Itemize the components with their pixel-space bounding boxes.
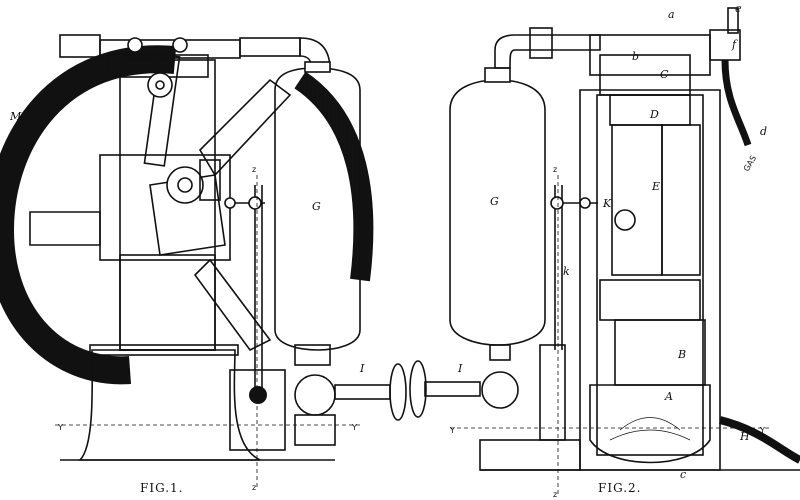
caption-fig1: FIG.1. xyxy=(140,481,184,495)
label-h: H xyxy=(739,430,750,443)
label-k-upper: K xyxy=(602,197,612,210)
figure-1: M G I z z Y Y FIG.1. xyxy=(0,34,407,495)
engine-column xyxy=(99,59,231,351)
label-e: e xyxy=(735,2,742,15)
cylinder-section xyxy=(479,34,800,471)
label-m: M xyxy=(9,110,22,123)
caption-fig2: FIG.2. xyxy=(598,481,642,495)
label-y-right-fig1: Y xyxy=(351,423,357,432)
label-c-lower: c xyxy=(680,468,686,481)
label-g-fig1: G xyxy=(312,200,321,213)
governor-linkage-fig2 xyxy=(550,185,598,350)
label-y-left-fig1: Y xyxy=(57,423,63,432)
connecting-rod xyxy=(143,53,226,256)
label-z-bottom-fig1: z xyxy=(252,483,256,492)
label-z-top-fig1: z xyxy=(252,165,256,174)
label-c-upper: C xyxy=(660,68,669,81)
gas-receiver-g-fig1 xyxy=(274,61,361,351)
label-gas: GAS xyxy=(742,154,758,173)
label-z-bottom-fig2: z xyxy=(553,490,557,499)
top-fittings xyxy=(709,7,752,147)
label-e-upper: E xyxy=(651,180,660,193)
engine-base xyxy=(60,344,335,461)
label-y-left-fig2: Y xyxy=(449,426,455,435)
top-manifold xyxy=(59,34,331,78)
label-i-fig1: I xyxy=(359,362,365,375)
label-g-fig2: G xyxy=(490,195,499,208)
label-z-top-fig2: z xyxy=(553,165,557,174)
gas-receiver-g-fig2 xyxy=(409,27,601,418)
label-k-lower: k xyxy=(563,265,570,278)
label-y-right-fig2: Y xyxy=(759,426,765,435)
valve-assembly-fig1 xyxy=(229,344,407,451)
governor-linkage xyxy=(224,185,265,400)
label-d: d xyxy=(760,125,767,138)
label-b-upper: B xyxy=(677,348,686,361)
label-a-upper: A xyxy=(664,390,673,403)
label-b: b xyxy=(632,50,639,63)
label-d-upper: D xyxy=(649,108,659,121)
label-f: f xyxy=(731,38,738,51)
flywheel xyxy=(0,45,374,385)
label-a: a xyxy=(668,8,675,21)
label-i-fig2: I xyxy=(457,362,463,375)
figure-2: a b C e f d GAS D E G K k B A H c I z z … xyxy=(409,2,800,499)
